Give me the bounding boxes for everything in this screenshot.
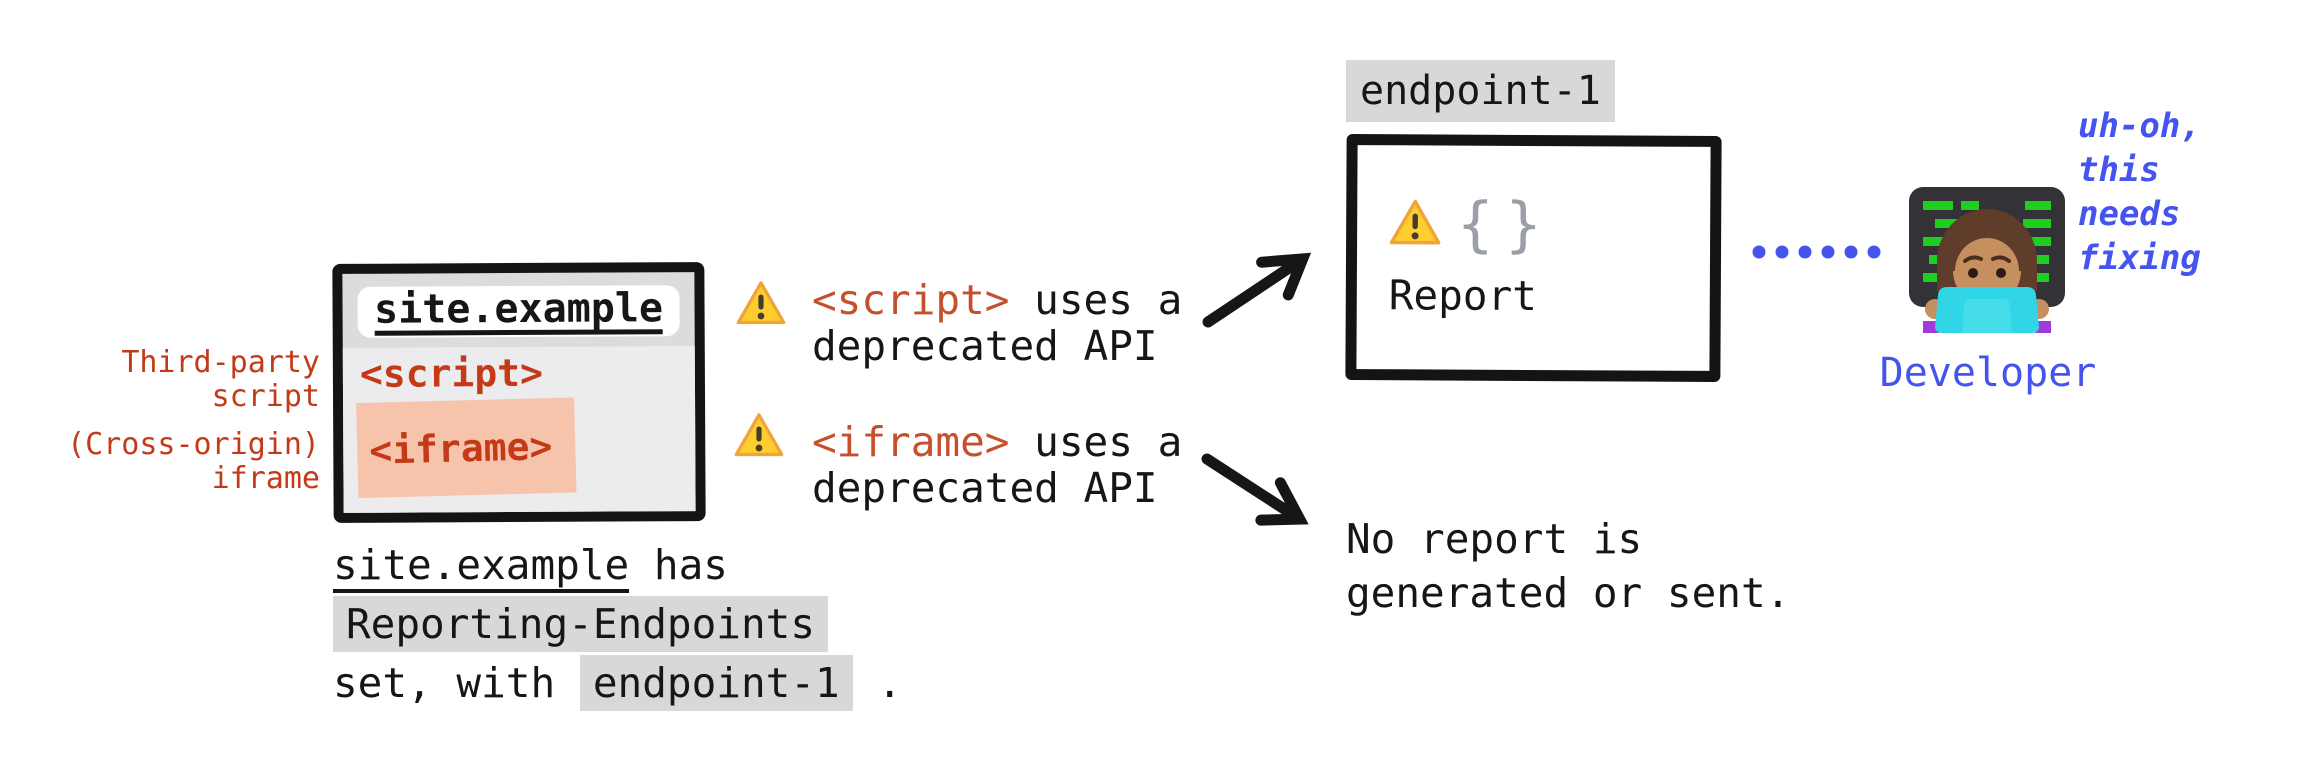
braces-icon: {} (1456, 189, 1554, 261)
warning-icon (733, 411, 785, 459)
address-bar-url: site.example (374, 285, 664, 336)
developer-emoji (1905, 181, 2069, 337)
event-script-deprecated: <script> uses a deprecated API (812, 276, 1183, 370)
endpoint-label: endpoint-1 (1346, 60, 1615, 122)
side-label-third-party-script: Third-party script (121, 345, 320, 414)
caption-line-1: site.example has (333, 536, 902, 595)
warning-icon (1388, 197, 1442, 247)
report-label: Report (1388, 271, 1538, 321)
warning-icon (735, 279, 787, 327)
arrow-to-no-report (1201, 453, 1309, 526)
browser-window: site.example <script> <iframe> (332, 262, 706, 523)
no-report-text: No report is generated or sent. (1346, 515, 1791, 617)
caption-line-3: set, with endpoint-1 . (333, 654, 902, 713)
developer-thought-text: uh-oh, this needs fixing (2078, 106, 2201, 278)
developer-label: Developer (1879, 350, 2097, 396)
iframe-tag-text: <iframe> (368, 423, 553, 473)
dotted-connector-icon (1752, 245, 1881, 259)
script-tag-text: <script> (359, 350, 544, 396)
side-label-cross-origin-iframe: (Cross-origin) iframe (67, 427, 320, 496)
iframe-highlight-region: <iframe> (356, 397, 577, 499)
address-bar: site.example (357, 285, 680, 338)
caption: site.example has Reporting-Endpoints set… (333, 536, 902, 713)
event-iframe-deprecated: <iframe> uses a deprecated API (812, 418, 1183, 512)
caption-line-2: Reporting-Endpoints (333, 595, 902, 654)
arrow-to-endpoint (1202, 252, 1312, 328)
report-box: {} Report (1345, 134, 1722, 382)
